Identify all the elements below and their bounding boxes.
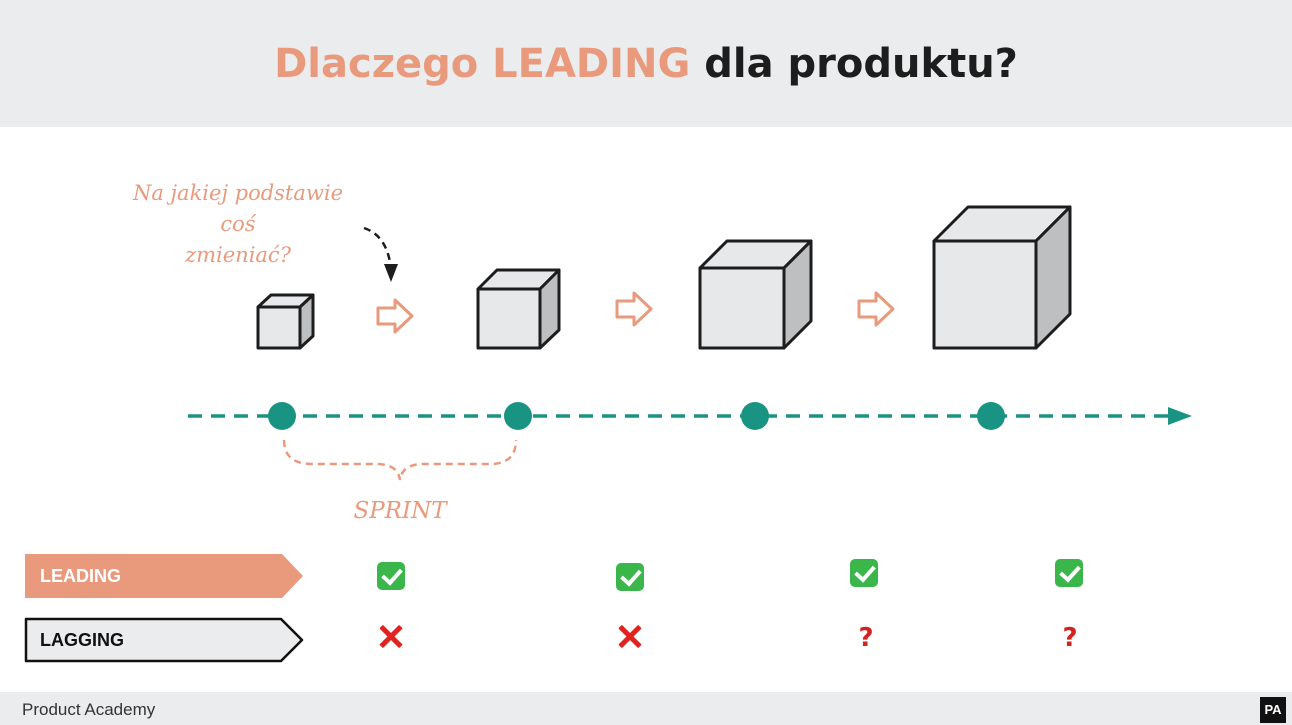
cube-4 bbox=[932, 205, 1072, 350]
question-annotation: Na jakiej podstawie coś zmieniać? bbox=[118, 178, 358, 271]
check-icon bbox=[616, 563, 644, 591]
sprint-label: SPRINT bbox=[353, 498, 447, 524]
lagging-tag: LAGGING bbox=[24, 617, 304, 663]
leading-tag: LEADING bbox=[24, 553, 304, 599]
sprint-brace bbox=[282, 439, 518, 481]
growth-arrow-1 bbox=[376, 298, 414, 334]
question-line-1: Na jakiej podstawie coś bbox=[132, 181, 344, 236]
leading-tag-shape bbox=[25, 554, 303, 598]
growth-arrow-2 bbox=[615, 291, 653, 327]
title-rest: dla produktu? bbox=[704, 41, 1018, 87]
lagging-tag-label: LAGGING bbox=[40, 630, 124, 650]
cross-icon bbox=[377, 623, 405, 651]
leading-tag-label: LEADING bbox=[40, 566, 121, 586]
header-bar bbox=[0, 0, 1292, 127]
timeline-node-3 bbox=[741, 402, 769, 430]
logo: PA bbox=[1260, 697, 1286, 723]
footer-brand: Product Academy bbox=[22, 700, 156, 719]
timeline-node-1 bbox=[268, 402, 296, 430]
cube-3 bbox=[698, 239, 813, 350]
question-icon: ? bbox=[1062, 623, 1078, 653]
timeline-node-2 bbox=[504, 402, 532, 430]
growth-arrow-3 bbox=[857, 291, 895, 327]
lagging-tag-shape bbox=[24, 617, 304, 663]
question-icon: ? bbox=[858, 623, 874, 653]
footer-bar: Product Academy bbox=[0, 692, 1292, 725]
check-icon bbox=[1055, 559, 1083, 587]
question-line-2: zmieniać? bbox=[185, 243, 291, 267]
cross-icon bbox=[616, 623, 644, 651]
title-accent: Dlaczego LEADING bbox=[274, 41, 691, 87]
cube-1 bbox=[256, 293, 315, 350]
timeline-node-4 bbox=[977, 402, 1005, 430]
cube-2 bbox=[476, 268, 561, 350]
annotation-pointer bbox=[363, 226, 393, 271]
check-icon bbox=[377, 562, 405, 590]
timeline-arrowhead bbox=[1168, 407, 1192, 425]
annotation-pointer-head bbox=[384, 264, 398, 282]
page-title: Dlaczego LEADING dla produktu? bbox=[0, 38, 1292, 90]
check-icon bbox=[850, 559, 878, 587]
